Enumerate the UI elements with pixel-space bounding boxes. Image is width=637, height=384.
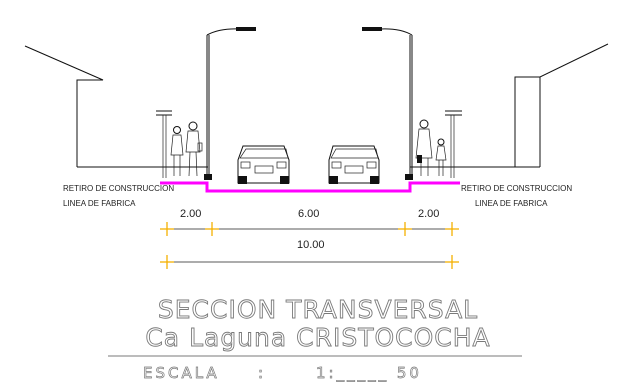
right-house bbox=[514, 43, 609, 167]
sign-post-right bbox=[445, 110, 462, 178]
left-house bbox=[24, 45, 104, 167]
scale-label: ESCALA bbox=[143, 364, 220, 382]
scale-ratio: 1:_____ 50 bbox=[316, 364, 422, 383]
dimension-roadway: 6.00 bbox=[298, 208, 319, 220]
car-right bbox=[328, 145, 380, 184]
street-lamp-left bbox=[204, 27, 256, 180]
street-lamp-right bbox=[362, 27, 413, 180]
setback-label-right: RETIRO DE CONSTRUCCION bbox=[461, 184, 572, 193]
dimension-sidewalk-left: 2.00 bbox=[180, 208, 201, 220]
car-left bbox=[237, 145, 290, 184]
pedestrians-right bbox=[415, 119, 447, 176]
pedestrians-left bbox=[170, 121, 203, 177]
dimension-total: 10.00 bbox=[297, 239, 325, 251]
road-profile bbox=[160, 181, 460, 193]
dimension-sidewalk-right: 2.00 bbox=[418, 208, 439, 220]
sign-post-left bbox=[156, 110, 172, 178]
dimension-line-total bbox=[160, 255, 459, 269]
title-line-1: SECCION TRANSVERSAL bbox=[158, 295, 478, 324]
setback-label-left: RETIRO DE CONSTRUCCION bbox=[63, 184, 174, 193]
building-line-label-right: LINEA DE FABRICA bbox=[475, 199, 548, 208]
title-line-2: Ca Laguna CRISTOCOCHA bbox=[145, 323, 490, 352]
dimension-line-partial bbox=[160, 222, 459, 236]
scale-separator: : bbox=[258, 364, 266, 382]
building-line-label-left: LINEA DE FABRICA bbox=[63, 199, 136, 208]
